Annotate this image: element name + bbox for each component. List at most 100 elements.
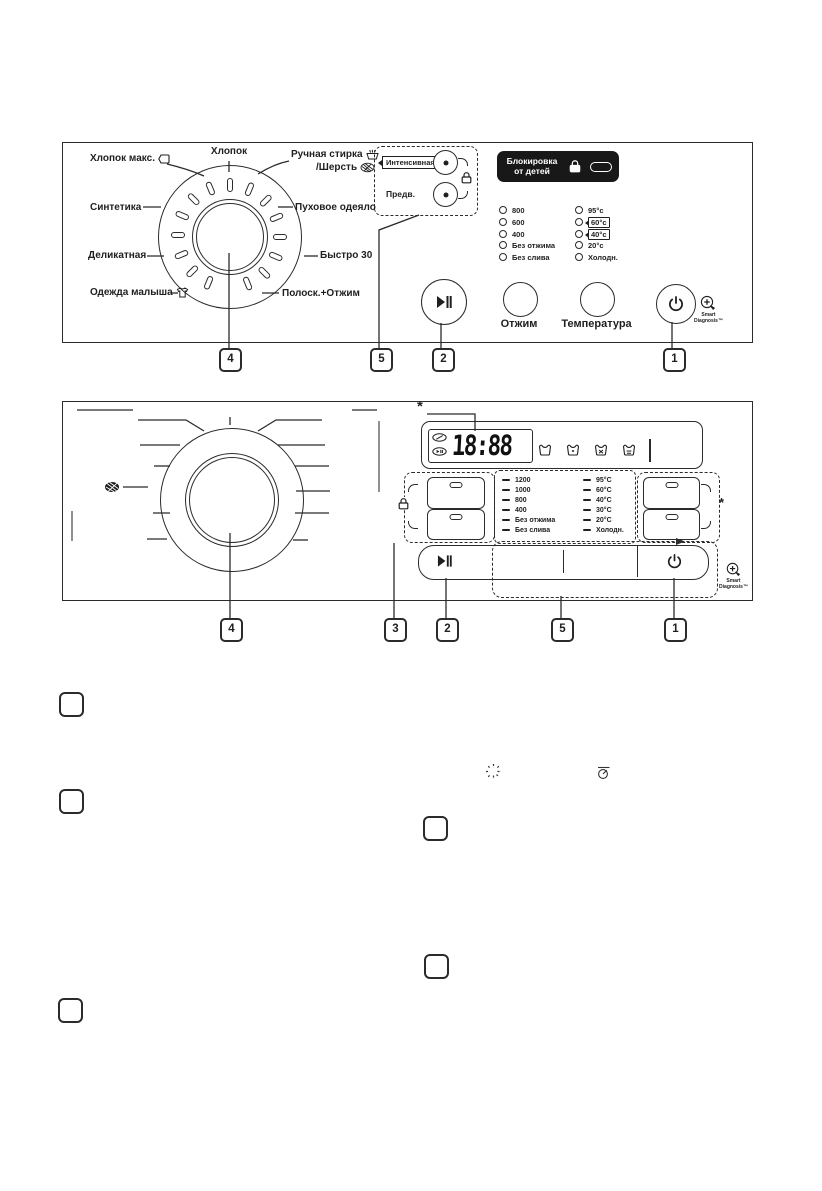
temp-option-label: 30°C [596,506,612,514]
spin-indicator-row: 1200 [502,475,531,485]
options-group-box [374,146,478,216]
program-label-text: /Шерсть [316,162,358,173]
power-icon [666,553,683,570]
lock-icon [569,159,581,173]
temp-option-label: 60°C [596,486,612,494]
time-display-window [428,429,533,463]
led-icon [499,218,507,226]
led-bar-icon [583,528,591,532]
led-bar-icon [502,478,510,482]
smart-line1: Smart [701,312,716,318]
program-label-handwash: Ручная стирка [291,149,379,160]
child-lock-text: Блокировка от детей [501,156,563,176]
baby-clothes-icon [176,287,189,298]
legend-item-box [58,998,83,1023]
spin-indicator-row: 800 [502,495,527,505]
spin-option-label: 1200 [515,476,531,484]
spin-option-label: Без отжима [512,240,556,250]
led-icon [499,230,507,238]
temp-indicator-row: 60°c [575,216,610,228]
led-icon [575,253,583,261]
program-dial-knob [189,457,275,543]
spin-dial-icon [596,765,612,780]
button-led-icon [665,514,678,520]
option-indicator-icon [432,433,447,442]
temp-option-label: Холодн. [588,252,618,262]
led-bar-icon [583,498,591,502]
start-pause-button [421,279,467,325]
temp-option-label: 20°c [588,240,604,250]
spin-indicator-row: 400 [502,505,527,515]
option-button [427,509,485,540]
spin-button-label: Отжим [500,318,538,330]
option-button [643,509,700,540]
dial-tick [273,234,287,240]
led-icon [575,241,583,249]
temp-indicator-row: 60°C [583,485,612,495]
program-label-duvet: Пуховое одеяло [295,202,376,213]
lock-icon [397,497,410,510]
spin-indicator-row: 800 [499,205,525,215]
display-divider [649,439,651,462]
option-button [427,477,485,509]
led-bar-icon [583,478,591,482]
temp-indicator-row: 95°C [583,475,612,485]
led-bar-icon [583,488,591,492]
spin-option-label: Без отжима [515,516,556,524]
play-pause-indicator-icon [432,447,447,456]
led-bar-icon [502,518,510,522]
spin-option-label: 800 [515,496,527,504]
temp-option-label: 40°C [596,496,612,504]
smart-line2: Diagnosis™ [719,583,748,590]
button-led-icon [449,514,463,520]
legend-item-box [423,816,448,841]
spin-indicator-row: Без слива [502,525,550,535]
spin-indicator-row: Без отжима [502,515,555,525]
smart-diagnosis-icon [726,562,741,577]
tag-icon [158,153,170,164]
play-pause-icon [436,295,452,309]
temp-option-label: 20°C [596,516,612,524]
temp-indicator-row: 20°c [575,240,604,250]
program-label-baby-clothes: Одежда малыша [90,287,189,298]
led-bar-icon [502,498,510,502]
temp-indicator-row: Холодн. [575,252,618,262]
bracket-top [408,484,418,492]
button-shape-icon [590,162,612,172]
bracket-bottom [408,521,418,529]
spin-option-label: 1000 [515,486,531,494]
spin-indicator-row: Без слива [499,252,550,262]
program-label-cotton: Хлопок [210,146,248,157]
temp-option-label: Холодн. [596,526,624,534]
spin-stage-icon [594,443,608,456]
prewash-option-button [433,182,458,207]
spin-indicator-row: 400 [499,229,525,239]
prewash-option-label: Предв. [386,189,416,199]
dial-tick [171,232,185,238]
temperature-button [580,282,615,317]
led-bar-icon [502,488,510,492]
legend-item-box [59,692,84,717]
bar-divider [563,550,565,573]
temperature-button-label: Температура [561,318,632,330]
temp-indicator-row: 40°C [583,495,612,505]
led-bar-icon [583,508,591,512]
bar-divider [637,546,639,577]
time-display-value: 18:88 [451,429,513,462]
spin-option-label: Без слива [512,252,550,262]
spin-indicator-row: 600 [499,217,525,227]
led-icon [575,206,583,214]
dial-tick [227,178,233,192]
bracket-top [458,158,468,166]
led-bar-icon [502,508,510,512]
power-icon [667,295,685,313]
lock-icon [461,171,472,184]
callout-1: 1 [664,618,687,642]
temp-option-label: 95°C [596,476,612,484]
temp-option-label-boxed: 60°c [584,216,610,228]
callout-4: 4 [219,348,242,372]
smart-line2: Diagnosis™ [694,317,723,324]
button-led-icon [665,482,678,488]
temp-indicator-row: 40°c [575,228,610,240]
